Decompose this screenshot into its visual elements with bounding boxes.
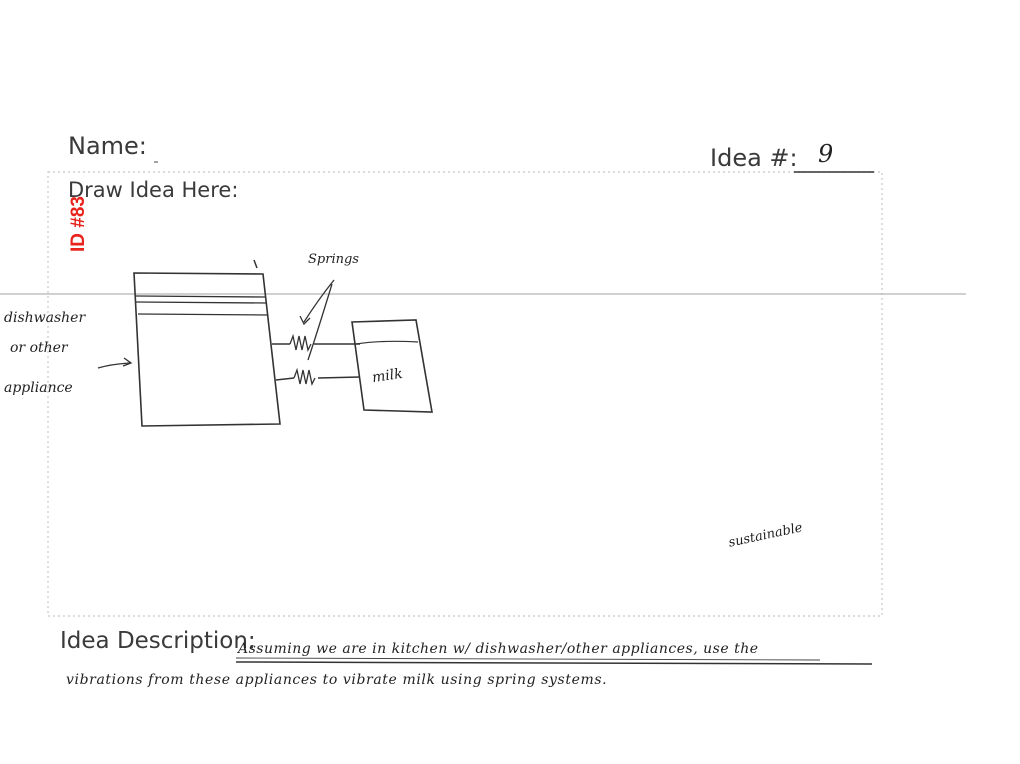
sketch-label-or-other: or other — [10, 340, 68, 356]
description-line-2: vibrations from these appliances to vibr… — [66, 672, 608, 688]
draw-idea-label: Draw Idea Here: — [68, 178, 239, 202]
id-stamp: ID #83 — [68, 196, 89, 252]
appliance-box — [133, 272, 281, 427]
drawing-frame — [47, 171, 883, 617]
spring-bottom — [293, 367, 316, 386]
idea-description-label: Idea Description: — [60, 628, 256, 654]
milk-carton — [351, 319, 433, 413]
description-line-1: Assuming we are in kitchen w/ dishwasher… — [238, 641, 759, 657]
sketch-label-appliance: appliance — [4, 380, 73, 396]
description-underline — [235, 661, 873, 665]
arrow-springs-top — [303, 279, 335, 323]
arrow-to-appliance — [97, 362, 131, 369]
spring-top — [289, 333, 312, 352]
sketch-label-dishwasher: dishwasher — [4, 310, 86, 326]
arrow-springs-bottom — [307, 283, 333, 361]
idea-number-label: Idea #: — [710, 144, 798, 172]
sketch-label-springs: Springs — [308, 252, 359, 267]
idea-number-value: 9 — [818, 140, 834, 168]
name-label: Name: — [68, 132, 147, 160]
